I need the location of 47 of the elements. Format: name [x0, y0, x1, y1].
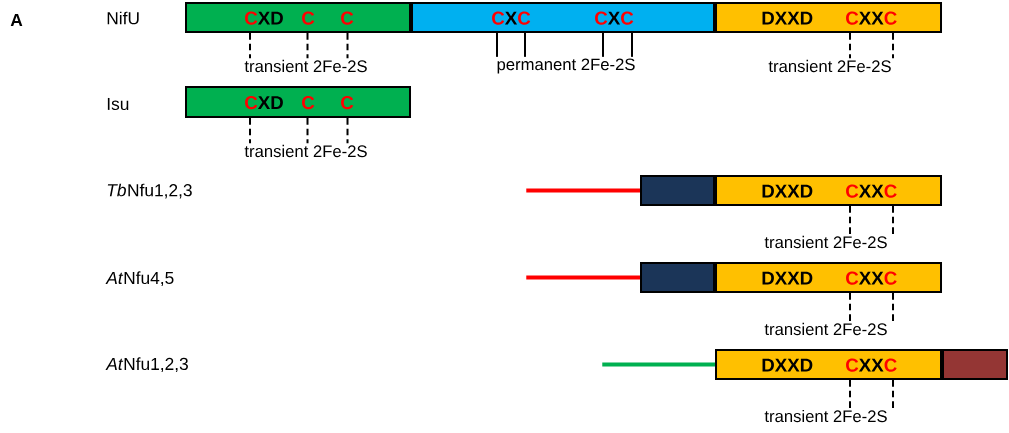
linker-bar — [526, 188, 641, 193]
domain-box — [640, 175, 715, 206]
domain-box — [640, 262, 715, 293]
leader-line — [631, 32, 633, 58]
leader-line — [849, 32, 851, 60]
domain-box: CXD C C — [185, 2, 411, 33]
protein-name: NifU — [107, 11, 139, 25]
leader-line — [249, 117, 251, 145]
leader-line — [602, 32, 604, 58]
protein-name: Nfu1,2,3 — [128, 183, 192, 199]
leader-line — [892, 292, 894, 323]
leader-line — [249, 32, 251, 60]
leader-line — [849, 292, 851, 323]
domain-box: DXXD CXXC — [715, 2, 942, 33]
leader-line — [346, 32, 349, 60]
site-label: transient 2Fe-2S — [764, 409, 887, 423]
leader-line — [524, 32, 526, 58]
domain-box — [942, 349, 1008, 380]
leader-line — [346, 117, 349, 145]
linker-bar — [602, 362, 716, 367]
protein-name: Nfu1,2,3 — [124, 357, 188, 373]
leader-line — [892, 205, 894, 236]
site-label: transient 2Fe-2S — [768, 59, 891, 73]
domain-box: DXXD CXXC — [715, 175, 942, 206]
site-label: transient 2Fe-2S — [244, 144, 367, 158]
leader-line — [849, 205, 851, 236]
protein-name: Isu — [107, 97, 129, 111]
site-label: permanent 2Fe-2S — [497, 58, 635, 74]
domain-box: DXXD CXXC — [715, 349, 942, 380]
species-prefix: At — [105, 357, 124, 371]
species-prefix: At — [105, 271, 124, 285]
site-label: transient 2Fe-2S — [764, 322, 887, 336]
domain-box: DXXD CXXC — [715, 262, 942, 293]
leader-line — [496, 32, 498, 58]
domain-box: CXD C C — [185, 86, 411, 118]
linker-bar — [526, 275, 641, 280]
site-label: transient 2Fe-2S — [764, 235, 887, 249]
panel-letter: A — [10, 14, 23, 26]
protein-name: Nfu4,5 — [124, 271, 174, 287]
site-label: transient 2Fe-2S — [244, 59, 367, 73]
leader-line — [306, 32, 309, 60]
leader-line — [892, 379, 894, 410]
species-prefix: Tb — [107, 183, 126, 197]
leader-line — [849, 379, 851, 410]
leader-line — [306, 117, 309, 145]
domain-box: CXC CXC — [411, 2, 715, 33]
leader-line — [892, 32, 894, 60]
